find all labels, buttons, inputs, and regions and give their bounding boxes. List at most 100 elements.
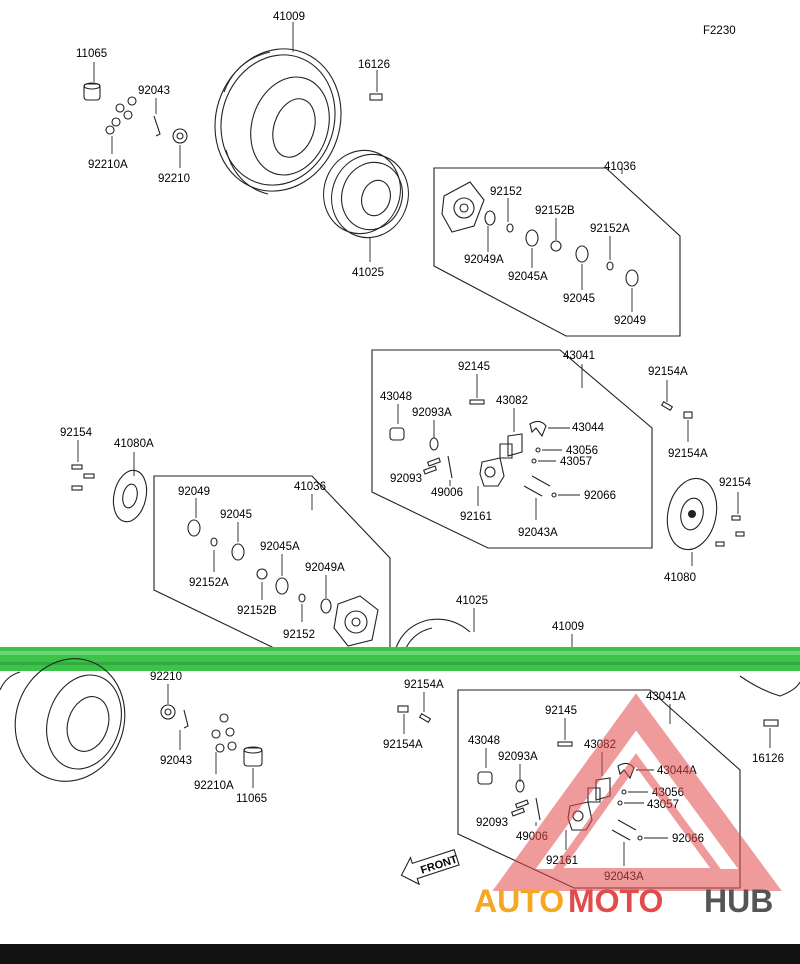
label-92093-b: 92093 (476, 817, 508, 829)
label-92093A-a: 92093A (412, 407, 452, 419)
nut-11065-bottom (243, 746, 263, 767)
pad-43048-b (477, 771, 493, 785)
label-92043-bottom: 92043 (160, 755, 192, 767)
label-43056-a: 43056 (566, 445, 598, 457)
label-41036-mid: 41036 (294, 481, 326, 493)
label-92045A-top: 92045A (508, 271, 548, 283)
watermark-moto: MOTO (568, 883, 663, 919)
label-43082-a: 43082 (496, 395, 528, 407)
label-41036-top: 41036 (604, 161, 636, 173)
valve-16126-bottom (763, 719, 779, 727)
seal-92093A-a (429, 437, 439, 451)
tire-edge-right (739, 675, 800, 697)
label-92145-a: 92145 (458, 361, 490, 373)
label-41025-top: 41025 (352, 267, 384, 279)
label-92210A-bottom: 92210A (194, 780, 234, 792)
rim-41025-top (323, 149, 409, 239)
castle-nut-92210-bottom (160, 704, 176, 720)
label-92154A-r2: 92154A (668, 448, 708, 460)
bolt-92154A-b2 (418, 713, 432, 723)
label-92152A-top: 92152A (590, 223, 630, 235)
nut-11065-top (83, 82, 101, 101)
label-92154A-r1: 92154A (648, 366, 688, 378)
label-92152-top: 92152 (490, 186, 522, 198)
label-92154-left: 92154 (60, 427, 93, 439)
label-92045A-mid: 92045A (260, 541, 300, 553)
label-92210-bottom: 92210 (150, 671, 182, 683)
bleeder-49006-b (510, 797, 541, 821)
front-direction-arrow: FRONT (400, 849, 460, 886)
label-92045-mid: 92045 (220, 509, 252, 521)
castle-nut-92210-top (172, 128, 188, 144)
label-41080: 41080 (664, 572, 696, 584)
pin-92145-b (557, 741, 573, 747)
hub-mid (333, 595, 379, 647)
bolt-92154A-r2 (683, 411, 693, 419)
seal-92093A-b (515, 779, 525, 793)
label-92049-mid: 92049 (178, 486, 210, 498)
cotter-pin-top (153, 115, 161, 137)
label-92049A-mid: 92049A (305, 562, 345, 574)
pads-43082-a (499, 433, 523, 459)
clip-92066-a (551, 492, 557, 498)
label-92093-a: 92093 (390, 473, 422, 485)
screw-43057-b (617, 800, 623, 806)
valve-16126-top (369, 93, 383, 101)
label-16126-top: 16126 (358, 59, 390, 71)
label-41009-mid: 41009 (552, 621, 584, 633)
label-92154A-b1: 92154A (404, 679, 444, 691)
bottom-black-band (0, 944, 800, 964)
front-label: FRONT (419, 853, 459, 876)
label-92152B-mid: 92152B (237, 605, 277, 617)
label-92145-b: 92145 (545, 705, 577, 717)
disc-41080A (112, 469, 148, 523)
label-43044: 43044 (572, 422, 605, 434)
figure-code: F2230 (703, 25, 736, 37)
label-92049-top: 92049 (614, 315, 646, 327)
label-92066-a: 92066 (584, 490, 616, 502)
bolt-92154A-r1 (660, 401, 674, 411)
label-92152-mid: 92152 (283, 629, 315, 641)
rim-41025-mid (395, 618, 471, 649)
screw-43057-a (531, 458, 537, 464)
label-92043A-a: 92043A (518, 527, 558, 539)
label-43041A: 43041A (646, 691, 686, 703)
disc-41080 (666, 477, 718, 551)
screw-43056-b (621, 789, 627, 795)
label-92210A-top: 92210A (88, 159, 128, 171)
label-92049A-top: 92049A (464, 254, 504, 266)
spring-43044 (529, 420, 547, 438)
label-92093A-b: 92093A (498, 751, 538, 763)
bearings-top (484, 210, 639, 287)
caliper-kit-box-43041 (371, 349, 653, 549)
label-43048-a: 43048 (380, 391, 412, 403)
bolts-92154-left (71, 464, 95, 491)
hub-kit-box-41036-top (433, 167, 681, 337)
label-11065-bottom: 11065 (236, 793, 267, 805)
label-41025-mid: 41025 (456, 595, 488, 607)
label-92045-top: 92045 (563, 293, 595, 305)
label-92152A-mid: 92152A (189, 577, 229, 589)
tire-41009-top (214, 48, 342, 195)
clip-92066-b (637, 835, 643, 841)
pad-43048-a (389, 427, 405, 441)
cotter-pin-bottom (183, 709, 189, 729)
label-43048-b: 43048 (468, 735, 500, 747)
label-92161-a: 92161 (460, 511, 492, 523)
bolts-92154-right (715, 515, 745, 547)
watermark-hub: HUB (704, 883, 773, 919)
bolt-92154A-b1 (397, 705, 409, 713)
watermark-auto: AUTO (474, 883, 564, 919)
bleeder-49006-a (422, 455, 453, 479)
label-92154A-b2: 92154A (383, 739, 423, 751)
green-band (0, 647, 800, 671)
label-43057-a: 43057 (560, 456, 592, 468)
label-16126-bottom: 16126 (752, 753, 784, 765)
pins-92043A-b (611, 819, 637, 841)
label-49006-a: 49006 (431, 487, 463, 499)
watermark-logo (492, 693, 782, 891)
label-92154-right: 92154 (719, 477, 752, 489)
lug-nuts-bottom (211, 713, 237, 753)
